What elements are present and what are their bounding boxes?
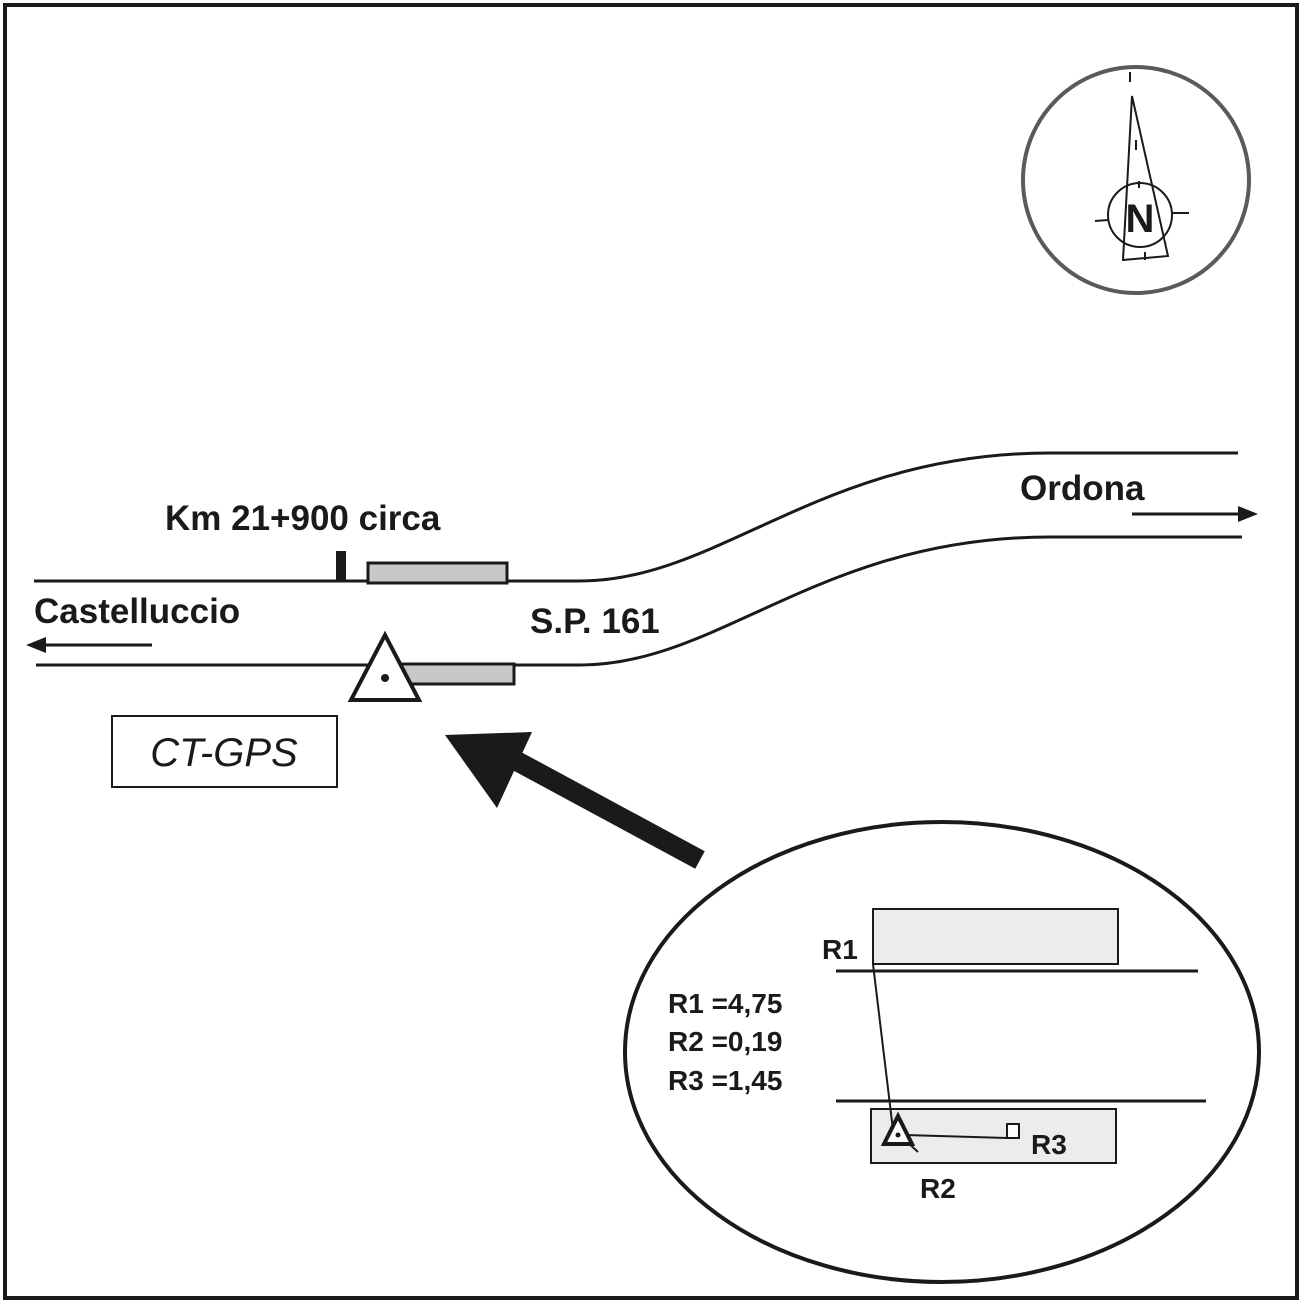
arrow-left-icon: [26, 637, 152, 653]
station-label: CT-GPS: [150, 731, 298, 775]
direction-west-label: Castelluccio: [34, 592, 240, 631]
ref-distance-r2: R2 =0,19: [668, 1026, 782, 1057]
ref-label-r2: R2: [920, 1173, 956, 1204]
compass-ring: [1021, 65, 1251, 295]
r3-reference-point: [1006, 1123, 1020, 1139]
benchmark-triangle-icon: [347, 630, 423, 702]
compass-letter: N: [1126, 197, 1155, 241]
km-marker-post: [336, 551, 346, 581]
ref-label-r1: R1: [822, 934, 858, 965]
direction-east-label: Ordona: [1020, 469, 1145, 508]
ref-label-r3: R3: [1031, 1129, 1067, 1160]
r3-measure-line: [904, 1134, 1008, 1139]
road-name-label: S.P. 161: [530, 602, 660, 641]
compass: N: [1021, 65, 1251, 295]
inset-building-south: [870, 1108, 1117, 1164]
r1-measure-line: [872, 963, 894, 1131]
ref-distance-r3: R3 =1,45: [668, 1065, 782, 1096]
road-edge-south: [36, 535, 1242, 667]
km-marker-label: Km 21+900 circa: [165, 499, 441, 538]
inset-building-north: [872, 908, 1119, 965]
road-edge-north: [34, 451, 1238, 583]
arrow-right-icon: [1132, 506, 1258, 522]
inset-benchmark-triangle-icon: [880, 1111, 916, 1146]
detail-inset: R1 R3 R2 R1 =4,75 R2 =0,19 R3 =1,45: [623, 820, 1261, 1284]
station-label-box: [111, 715, 338, 788]
north-arrow-icon: [1094, 72, 1189, 262]
ref-distance-r1: R1 =4,75: [668, 988, 782, 1019]
road: [34, 451, 1242, 667]
pointer-arrow-icon: [445, 732, 705, 869]
building-north: [366, 561, 509, 585]
